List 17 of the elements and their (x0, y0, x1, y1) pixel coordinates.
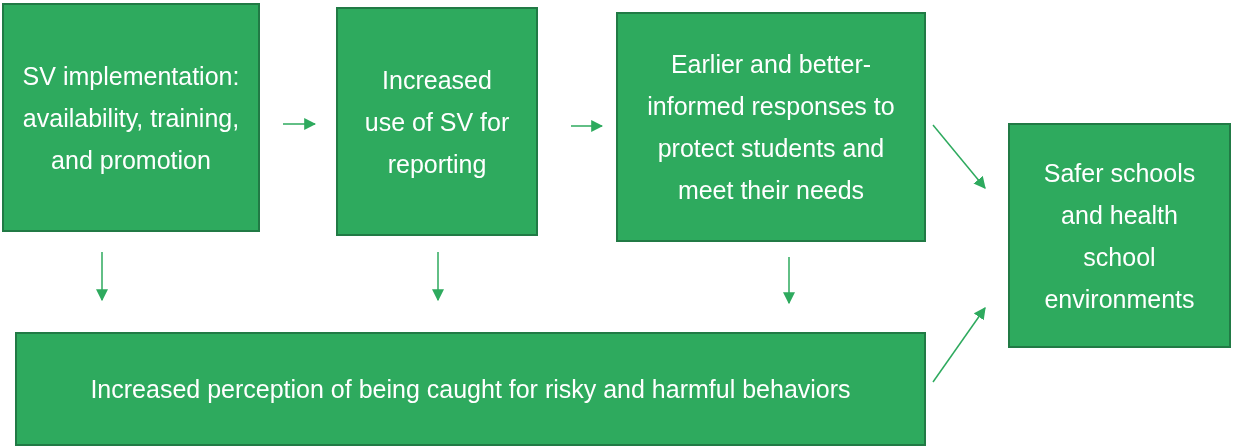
process-box (1008, 123, 1231, 348)
process-box (616, 12, 926, 242)
arrow (932, 307, 986, 383)
process-box (336, 7, 538, 236)
process-box (15, 332, 926, 446)
arrow (282, 118, 317, 130)
box-text: Increased perception of being caught for risky and harmful behaviors (90, 374, 851, 405)
arrow (932, 124, 986, 189)
arrow (432, 251, 444, 302)
box-text: Earlier and better-informed responses to protect students and meet their needs (646, 49, 896, 206)
arrow (570, 120, 604, 132)
process-box (2, 3, 260, 232)
arrow (96, 251, 108, 302)
box-text: SV implementation: availability, training, and promotion (21, 60, 241, 176)
box-text: Increased use of SV for reporting (363, 64, 511, 180)
arrow (783, 256, 795, 305)
box-text: Safer schools and health school environments (1042, 157, 1197, 315)
